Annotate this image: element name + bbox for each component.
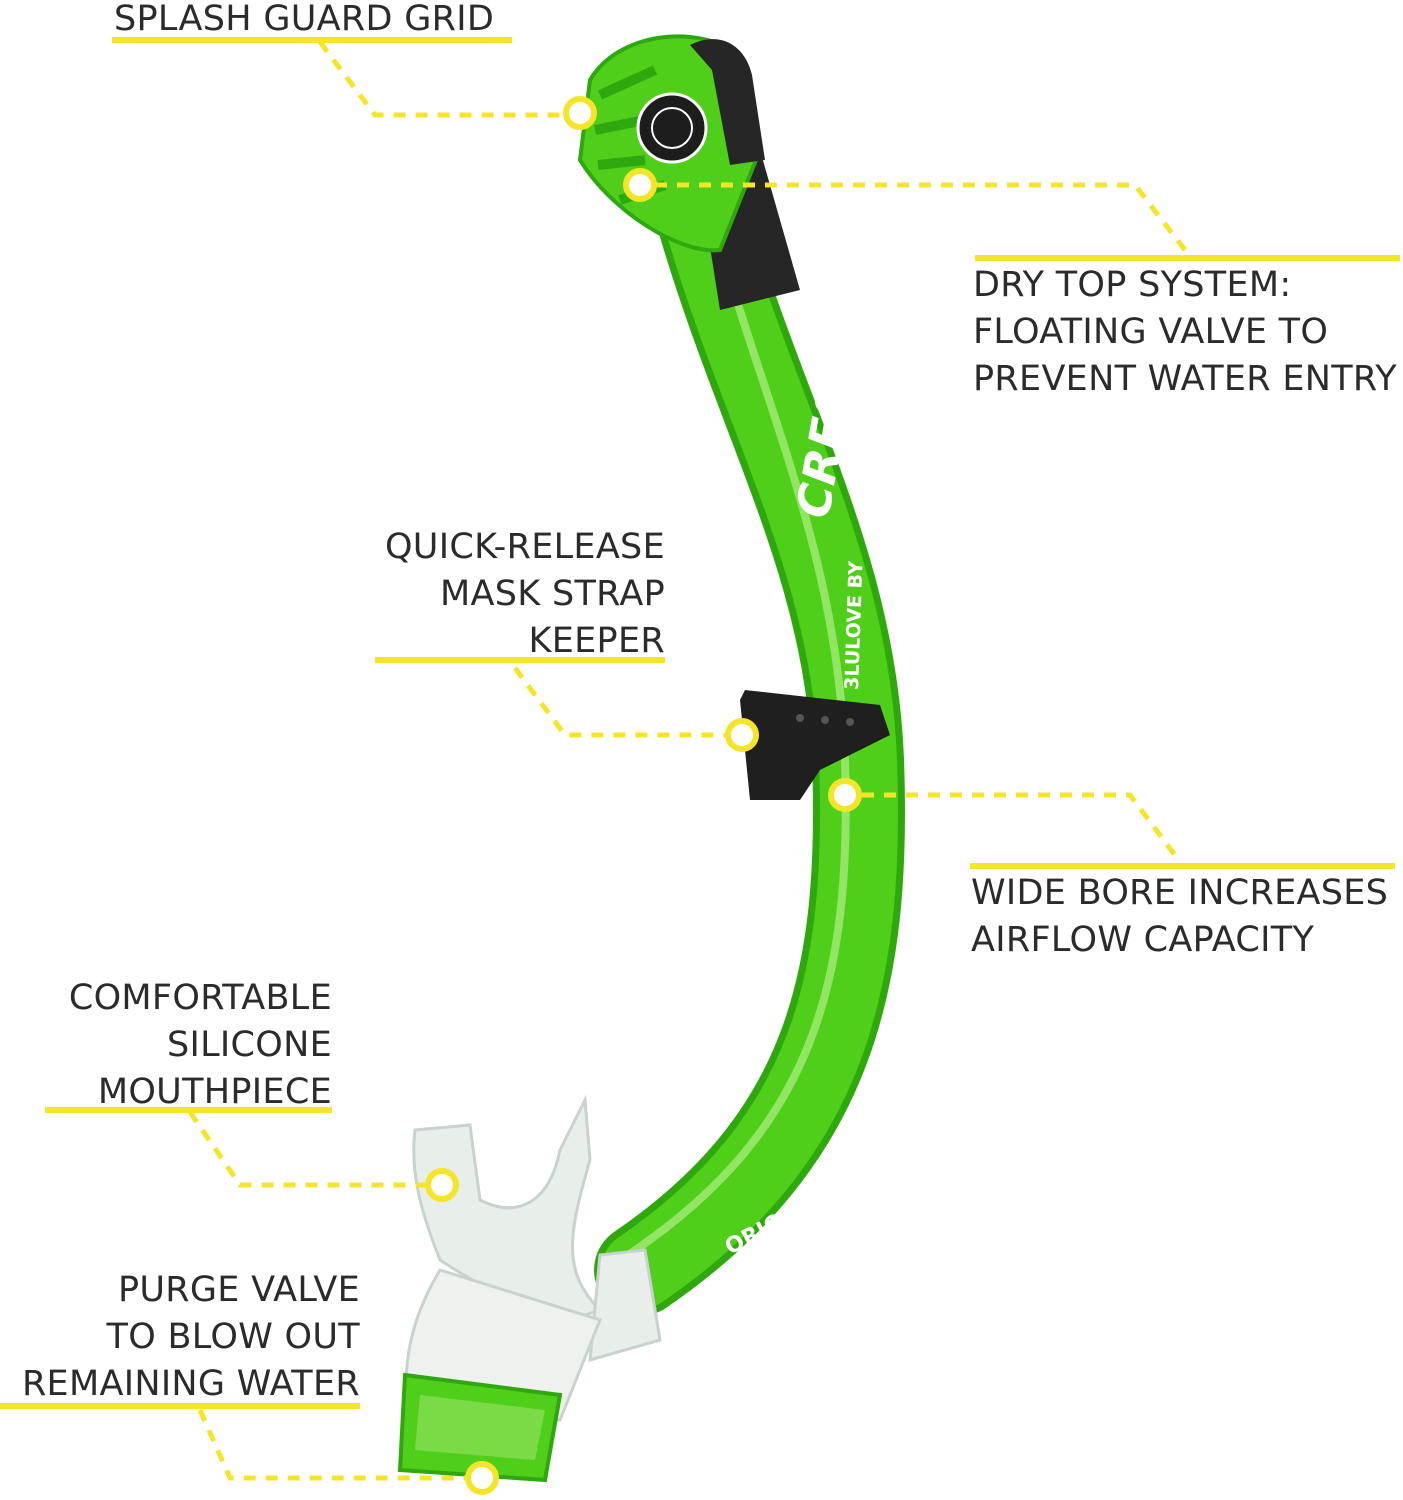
label-line: PURGE VALVE — [117, 1270, 360, 1310]
strap-keeper-target-icon — [725, 718, 759, 752]
label-line: REMAINING WATER — [21, 1364, 360, 1404]
purge-valve-target-icon — [465, 1461, 499, 1495]
splash-guard-label: SPLASH GUARD GRID — [114, 0, 494, 43]
label-line: KEEPER — [528, 621, 665, 661]
dry-top-label: DRY TOP SYSTEM: FLOATING VALVE TO PREVEN… — [973, 262, 1397, 403]
wide-bore-label: WIDE BORE INCREASES AIRFLOW CAPACITY — [971, 870, 1388, 964]
wide-bore-target-icon — [828, 778, 862, 812]
snorkel-tube — [594, 164, 906, 1316]
label-line: SPLASH GUARD GRID — [114, 0, 495, 39]
label-line: FLOATING VALVE TO — [973, 312, 1329, 352]
mouthpiece-target-icon — [425, 1168, 459, 1202]
label-line: AIRFLOW CAPACITY — [971, 920, 1315, 960]
label-line: SILICONE — [166, 1025, 332, 1065]
label-line: MOUTHPIECE — [97, 1072, 332, 1112]
purge-valve — [397, 1372, 563, 1483]
splash-guard-head — [577, 34, 765, 253]
label-line: COMFORTABLE — [68, 978, 332, 1018]
label-line: PREVENT WATER ENTRY — [973, 359, 1397, 399]
label-line: QUICK-RELEASE — [384, 527, 665, 567]
mouthpiece-label: COMFORTABLE SILICONE MOUTHPIECE — [69, 975, 332, 1116]
callout-targets — [425, 96, 862, 1495]
dry-top-target-icon — [623, 168, 657, 202]
brand-byline: 3LULOVE BY — [841, 561, 867, 691]
label-underlines — [0, 37, 1400, 1409]
silicone-mouthpiece — [404, 1094, 662, 1422]
label-line: DRY TOP SYSTEM: — [973, 265, 1292, 305]
purge-valve-label: PURGE VALVE TO BLOW OUT REMAINING WATER — [22, 1267, 360, 1408]
label-line: WIDE BORE INCREASES — [971, 873, 1389, 913]
callout-connectors — [187, 40, 1187, 1481]
strap-keeper-label: QUICK-RELEASE MASK STRAP KEEPER — [385, 524, 665, 665]
splash-guard-target-icon — [563, 96, 597, 130]
label-line: MASK STRAP — [440, 574, 665, 614]
mask-strap-keeper — [740, 690, 890, 800]
label-line: TO BLOW OUT — [106, 1317, 360, 1357]
